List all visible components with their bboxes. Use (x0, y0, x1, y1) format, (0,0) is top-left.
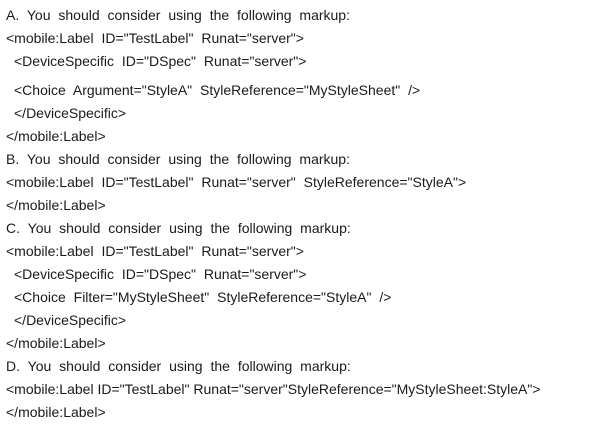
option-c-markup-line-3: <Choice Filter="MyStyleSheet" StyleRefer… (14, 289, 392, 305)
option-c-markup-line-1: <mobile:Label ID="TestLabel" Runat="serv… (6, 243, 304, 259)
option-c-markup-line-4: </DeviceSpecific> (14, 312, 127, 328)
option-d-markup-line-1: <mobile:Label ID="TestLabel" Runat="serv… (6, 381, 541, 397)
option-a-heading: A. You should consider using the followi… (6, 7, 350, 23)
option-a-markup-line-4: </DeviceSpecific> (14, 105, 127, 121)
option-a-markup-line-3: <Choice Argument="StyleA" StyleReference… (14, 82, 421, 98)
option-b-heading: B. You should consider using the followi… (6, 151, 350, 167)
option-a-markup-line-2: <DeviceSpecific ID="DSpec" Runat="server… (14, 53, 307, 69)
option-d-heading: D. You should consider using the followi… (6, 358, 351, 374)
option-d-markup-line-2: </mobile:Label> (6, 404, 106, 420)
option-a-markup-line-1: <mobile:Label ID="TestLabel" Runat="serv… (6, 30, 304, 46)
option-b-markup-line-2: </mobile:Label> (6, 197, 106, 213)
option-c-markup-line-5: </mobile:Label> (6, 335, 106, 351)
option-a-markup-line-5: </mobile:Label> (6, 128, 106, 144)
option-c-heading: C. You should consider using the followi… (6, 220, 351, 236)
option-b-markup-line-1: <mobile:Label ID="TestLabel" Runat="serv… (6, 174, 467, 190)
option-c-markup-line-2: <DeviceSpecific ID="DSpec" Runat="server… (14, 266, 307, 282)
